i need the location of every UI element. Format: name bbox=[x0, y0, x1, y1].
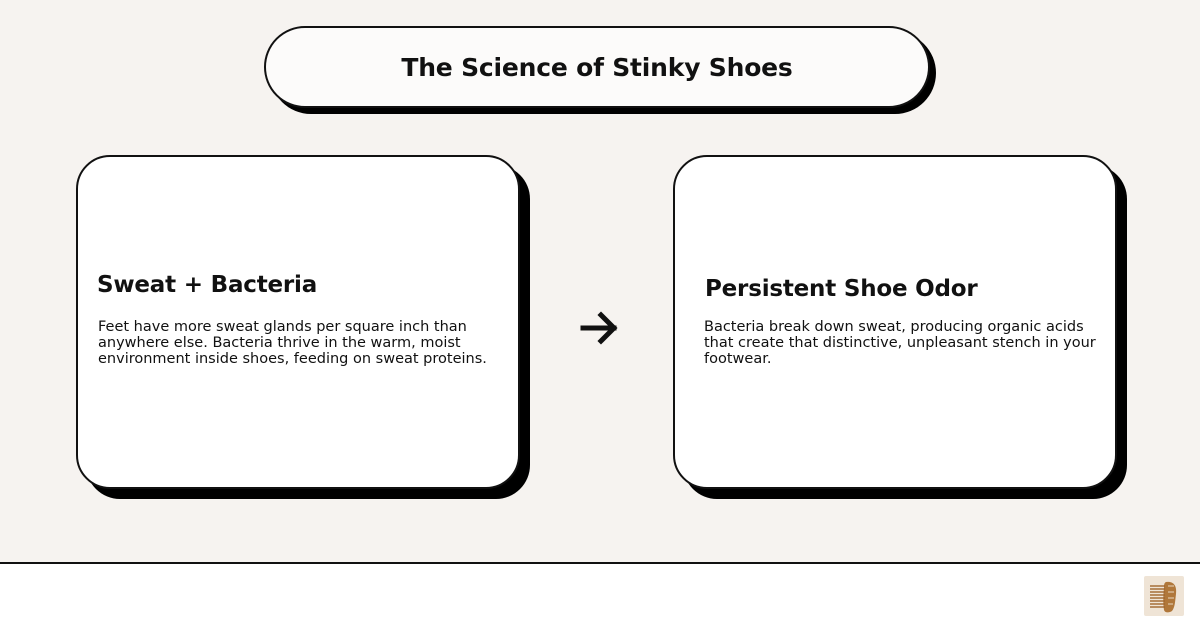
card-body: Bacteria break down sweat, producing org… bbox=[704, 319, 1096, 367]
card-sweat-bacteria: Sweat + Bacteria Feet have more sweat gl… bbox=[76, 155, 520, 489]
shoe-brush-logo-icon bbox=[1144, 576, 1184, 616]
diagram-title: The Science of Stinky Shoes bbox=[401, 52, 793, 82]
arrow-right-icon bbox=[580, 311, 618, 345]
card-body: Feet have more sweat glands per square i… bbox=[98, 319, 487, 367]
card-heading: Persistent Shoe Odor bbox=[705, 276, 978, 302]
title-banner: The Science of Stinky Shoes bbox=[264, 26, 930, 108]
card-heading: Sweat + Bacteria bbox=[97, 272, 318, 298]
card-shoe-odor: Persistent Shoe Odor Bacteria break down… bbox=[673, 155, 1117, 489]
footer-bar bbox=[0, 562, 1200, 632]
